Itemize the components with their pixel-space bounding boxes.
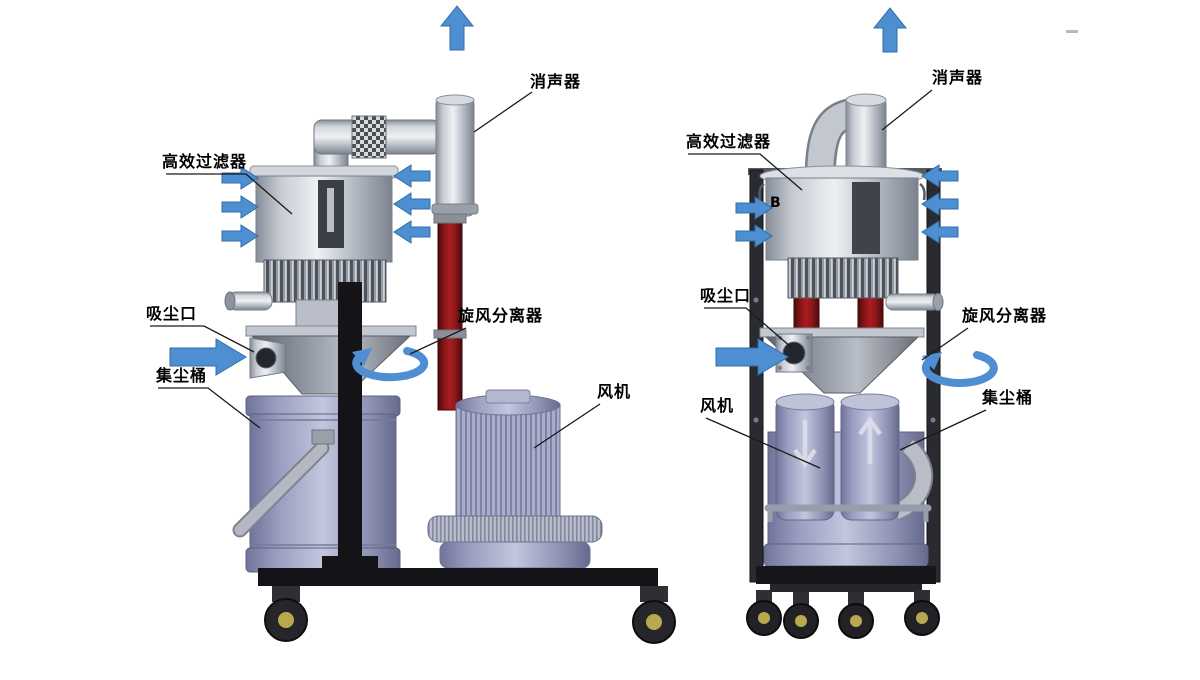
riser-pipe <box>433 213 467 411</box>
filter-pleats <box>263 259 387 303</box>
base-frame <box>258 556 658 586</box>
label-dust-bucket-right: 集尘桶 <box>982 388 1034 407</box>
cyclone-rotation-arrows <box>352 347 998 387</box>
intake-arrow-icon <box>393 220 431 244</box>
side-shaft-front <box>885 293 944 311</box>
airflow-arrows <box>169 5 959 376</box>
suction-inflow-arrow-left <box>169 338 247 376</box>
rotation-arrow-right <box>921 351 998 387</box>
exhaust-elbow-duct <box>313 115 441 179</box>
intake-arrow-icon <box>393 192 431 216</box>
suction-inlet-port <box>249 337 287 379</box>
suction-inflow-arrow-right <box>715 338 789 376</box>
casters-front <box>746 590 940 639</box>
rotation-arrow-left <box>352 347 429 382</box>
label-suction-inlet-left: 吸尘口 <box>146 304 198 323</box>
intake-arrow-icon <box>221 224 259 248</box>
label-suction-inlet-right: 吸尘口 <box>700 286 752 305</box>
support-column <box>338 282 362 578</box>
label-muffler-left: 消声器 <box>530 72 582 91</box>
label-muffler-right: 消声器 <box>932 68 984 87</box>
caster-right <box>632 586 676 644</box>
intake-arrow-icon <box>221 166 259 190</box>
blower-unit <box>427 389 603 569</box>
label-hepa-filter-right: 高效过滤器 <box>686 132 772 151</box>
label-hepa-filter-left: 高效过滤器 <box>162 152 248 171</box>
rotation-arrowhead <box>352 348 372 366</box>
intake-arrow-icon <box>393 164 431 188</box>
intake-arrow-icon <box>735 224 773 248</box>
hepa-filter-housing <box>224 165 399 329</box>
leader-lines <box>150 89 987 469</box>
intake-arrow-icon <box>735 196 773 220</box>
caster-left <box>264 586 308 642</box>
exhaust-up-arrow-left <box>439 5 475 51</box>
intake-arrow-icon <box>921 220 959 244</box>
blower-cylinders <box>764 393 934 522</box>
rim-latch-right <box>919 182 926 201</box>
rim-latch-left <box>758 182 765 201</box>
label-blower-right: 风机 <box>700 396 735 415</box>
suction-inlet-port-front <box>775 333 813 373</box>
stray-mark <box>1066 30 1078 33</box>
label-marker-b: B <box>770 195 781 211</box>
muffler-cylinder <box>431 94 479 217</box>
intake-arrow-icon <box>221 195 259 219</box>
flow-direction-down-icon <box>793 420 817 468</box>
label-blower-left: 风机 <box>597 382 632 401</box>
flow-direction-up-icon <box>858 416 882 464</box>
hepa-filter-housing-front <box>758 165 926 299</box>
right-machine <box>746 93 944 639</box>
label-cyclone-separator-right: 旋风分离器 <box>962 306 1048 325</box>
filter-pleats-front <box>787 257 899 299</box>
intake-arrow-icon <box>921 192 959 216</box>
dust-bucket <box>232 395 401 573</box>
exhaust-up-arrow-right <box>872 7 908 53</box>
label-cyclone-separator-left: 旋风分离器 <box>458 306 544 325</box>
bucket-clamp <box>311 429 335 445</box>
left-machine <box>224 94 676 644</box>
base-frame-front <box>756 566 936 592</box>
intake-arrow-icon <box>921 164 959 188</box>
label-dust-bucket-left: 集尘桶 <box>156 366 208 385</box>
